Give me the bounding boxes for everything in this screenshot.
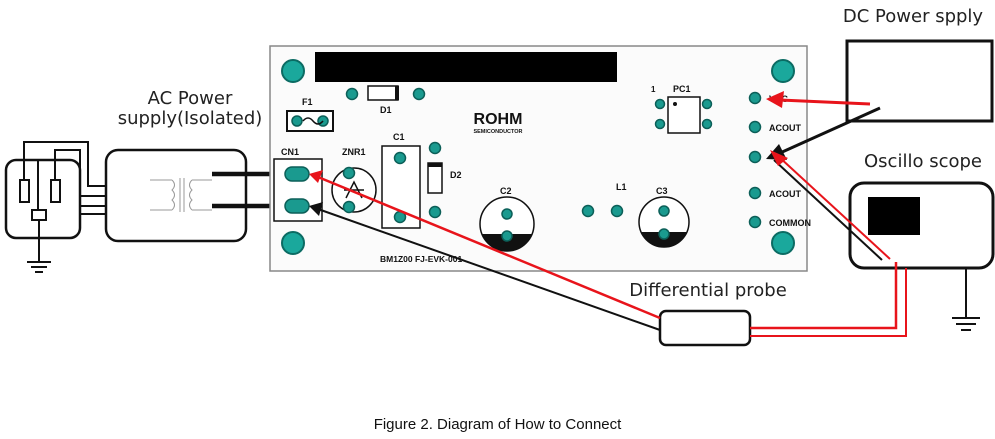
label-c3: C3 xyxy=(656,186,668,196)
label-c1: C1 xyxy=(393,132,405,142)
label-znr1: ZNR1 xyxy=(342,147,366,157)
diode-d1-icon xyxy=(367,85,399,101)
figure-caption: Figure 2. Diagram of How to Connect xyxy=(373,416,622,433)
label-f1: F1 xyxy=(302,97,313,107)
inductor-l1-pad xyxy=(581,204,595,218)
mounting-hole-icon xyxy=(771,231,795,255)
dc-power-label: DC Power spply xyxy=(843,6,984,27)
dc-power-supply xyxy=(845,39,994,123)
ground-symbol-icon xyxy=(952,317,980,331)
rohm-logo-sub: SEMICONDUCTOR xyxy=(473,129,522,135)
terminal-gnd xyxy=(748,150,762,164)
label-c2: C2 xyxy=(500,186,512,196)
wire-probe-to-scope xyxy=(750,262,907,337)
capacitor-c3-icon xyxy=(638,196,690,248)
mounting-hole-icon xyxy=(281,231,305,255)
evaluation-board: F1 D1 ROHM SEMICONDUCTOR CN1 ZNR1 C1 xyxy=(269,45,811,272)
label-pc1: PC1 xyxy=(673,84,691,94)
label-l1: L1 xyxy=(616,182,627,192)
label-pc1-pin: 1 xyxy=(651,85,656,94)
oscilloscope-screen-icon xyxy=(868,197,920,235)
terminal-common: COMMON xyxy=(748,215,811,229)
svg-text:ACOUT: ACOUT xyxy=(769,123,801,133)
ac-outlet-icon xyxy=(4,158,82,262)
board-part-number: BM1Z00 FJ-EVK-001 xyxy=(380,254,462,264)
wire-probe-to-cn1 xyxy=(309,170,661,331)
rohm-logo: ROHM xyxy=(474,111,523,128)
ac-power-label: AC Power xyxy=(148,88,233,109)
inductor-l1-pad xyxy=(610,204,624,218)
ac-power-sublabel: supply(Isolated) xyxy=(118,108,263,129)
transformer-icon xyxy=(150,178,212,212)
mounting-hole-icon xyxy=(281,59,305,83)
terminal-acout-2: ACOUT xyxy=(748,186,801,200)
ground-symbol-icon xyxy=(27,261,51,273)
photocoupler-pc1-icon xyxy=(667,96,701,134)
label-d1: D1 xyxy=(380,105,392,115)
ac-input-wires xyxy=(23,141,106,215)
label-cn1: CN1 xyxy=(281,147,299,157)
oscilloscope xyxy=(848,181,995,270)
label-d2: D2 xyxy=(450,170,462,180)
wire-scope-to-board xyxy=(770,150,891,261)
redacted-title-block xyxy=(315,52,617,82)
capacitor-c2-icon xyxy=(479,196,535,252)
diode-d2-icon xyxy=(427,162,443,194)
oscilloscope-label: Oscillo scope xyxy=(864,151,982,172)
diff-probe-label: Differential probe xyxy=(629,280,787,301)
mounting-hole-icon xyxy=(771,59,795,83)
differential-probe xyxy=(658,309,752,347)
svg-text:ACOUT: ACOUT xyxy=(769,189,801,199)
wire-dc-to-vcc xyxy=(766,91,871,108)
terminal-acout-1: ACOUT xyxy=(748,120,801,134)
ac-power-supply xyxy=(104,148,248,243)
svg-text:COMMON: COMMON xyxy=(769,218,811,228)
